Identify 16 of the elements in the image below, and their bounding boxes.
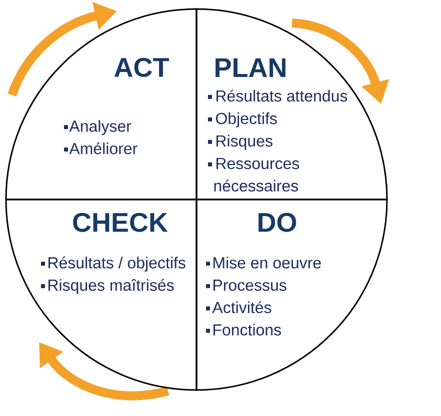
list-item: Résultats / objectifs xyxy=(48,256,186,272)
list-item: Analyser xyxy=(69,120,132,136)
list-item: Objectifs xyxy=(216,112,277,128)
list-item: Fonctions xyxy=(214,324,281,336)
heading: PLAN xyxy=(216,58,286,77)
heading: CHECK xyxy=(73,212,168,232)
heading: DO xyxy=(258,212,296,232)
heading: ACT xyxy=(114,58,169,77)
list-item: Résultats attendus xyxy=(216,90,348,102)
list-item: Améliorer xyxy=(69,142,138,154)
list-item: Activités xyxy=(212,301,272,314)
list-item: Risques xyxy=(216,134,272,150)
list-item: Processus xyxy=(214,280,286,291)
list-item: Ressources nécessaires xyxy=(214,158,300,192)
list-item: Mise en oeuvre xyxy=(214,256,321,268)
list-item: Risques maîtrisés xyxy=(48,278,174,294)
